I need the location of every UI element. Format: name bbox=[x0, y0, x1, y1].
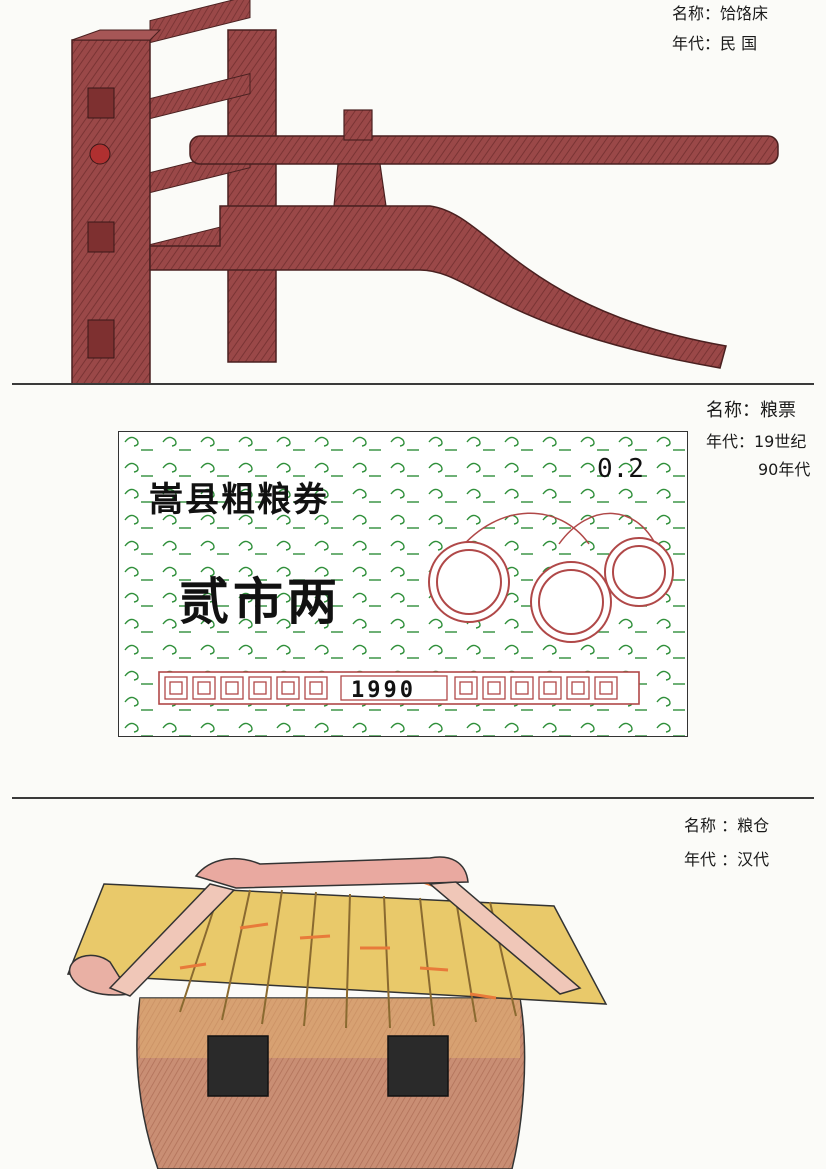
ticket-title: 嵩县粗粮券 bbox=[149, 480, 329, 520]
item-era-label: 年代：民 国 bbox=[672, 34, 758, 53]
ticket-year: 1990 bbox=[351, 678, 416, 703]
grain-ticket: 嵩县粗粮券 0.2 贰市两 1990 bbox=[118, 431, 688, 737]
ticket-value: 0.2 bbox=[597, 454, 644, 484]
item-name-label: 名称：饸饹床 bbox=[672, 4, 769, 23]
noodle-press-drawing bbox=[71, 0, 779, 384]
item-era-label: 年代：19世纪 bbox=[706, 432, 807, 451]
item-era-label-cont: 90年代 bbox=[758, 460, 811, 479]
panel-grain-ticket: 名称：粮票 年代：19世纪 90年代 bbox=[0, 384, 826, 798]
granary-drawing bbox=[66, 856, 608, 1169]
panel-granary: 名称 ：粮仓 年代 ：汉代 bbox=[0, 798, 826, 1169]
item-name-label: 名称 ：粮仓 bbox=[684, 816, 770, 835]
item-era-label: 年代 ：汉代 bbox=[684, 850, 770, 869]
item-name-label: 名称：粮票 bbox=[706, 400, 796, 421]
section-divider bbox=[12, 383, 814, 385]
panel-noodle-press: 名称：饸饹床 年代：民 国 bbox=[0, 0, 826, 384]
section-divider bbox=[12, 797, 814, 799]
ticket-denomination: 贰市两 bbox=[179, 572, 341, 631]
ticket-pattern bbox=[119, 432, 687, 736]
